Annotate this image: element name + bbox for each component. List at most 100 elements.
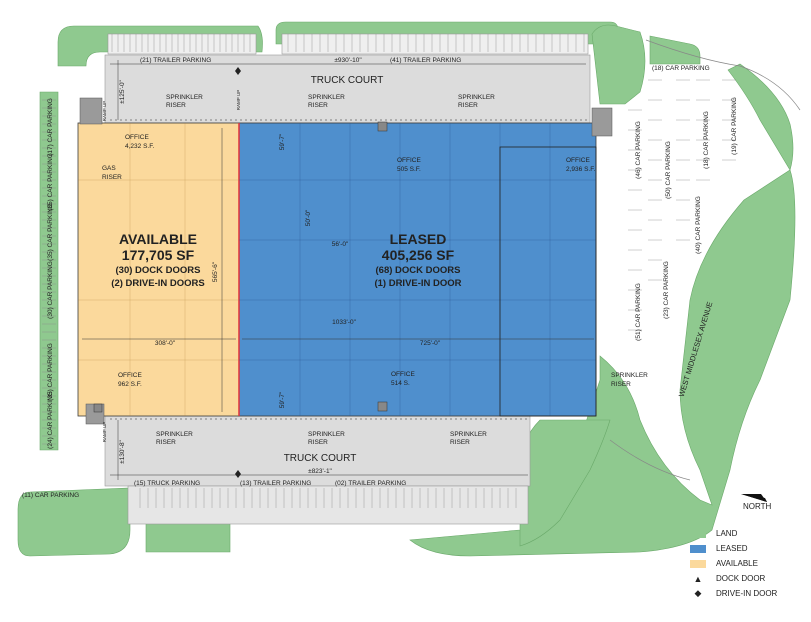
dim-bottom-width: ±823'-1" bbox=[308, 468, 332, 475]
top-trailer-left bbox=[107, 33, 257, 55]
parking-bottom-trailer1: (13) TRAILER PARKING bbox=[240, 480, 311, 487]
parking-right4-a: (19) CAR PARKING bbox=[731, 97, 738, 155]
dim-top-width: ±930'-10" bbox=[334, 57, 362, 64]
land-sw bbox=[17, 487, 131, 557]
building bbox=[77, 122, 597, 417]
parking-left-1: (17) CAR PARKING bbox=[47, 98, 54, 156]
parking-stalls bbox=[42, 34, 736, 508]
parking-right1-a: (46) CAR PARKING bbox=[635, 121, 642, 179]
road bbox=[609, 39, 801, 481]
office-2-title: OFFICE bbox=[397, 157, 421, 164]
parking-bottom-trailer2: (02) TRAILER PARKING bbox=[335, 480, 406, 487]
riser-bottom-3: RISER bbox=[450, 439, 470, 446]
office-1-title: OFFICE bbox=[125, 134, 149, 141]
legend: LAND LEASED AVAILABLE ▲ DOCK DOOR ◆ DRIV… bbox=[690, 526, 805, 601]
legend-swatch-land bbox=[690, 529, 706, 538]
truck-court-top-label: TRUCK COURT bbox=[311, 75, 384, 86]
parking-bottom-truck: (15) TRUCK PARKING bbox=[134, 480, 200, 487]
leased-area bbox=[238, 122, 597, 417]
office-3-title: OFFICE bbox=[566, 157, 590, 164]
north-label: NORTH bbox=[743, 502, 772, 511]
parking-left-3: (35) CAR PARKING bbox=[47, 203, 54, 261]
legend-label: DOCK DOOR bbox=[716, 574, 766, 583]
dim-565: 565'-6" bbox=[212, 261, 219, 282]
available-heading: AVAILABLE bbox=[119, 231, 197, 247]
stalls-left-col bbox=[42, 99, 56, 445]
sprinkler-bottom-1: SPRINKLER bbox=[156, 431, 193, 438]
gas-riser-line1: GAS bbox=[102, 165, 116, 172]
drive-in-door-icon: ◆ bbox=[694, 588, 702, 598]
riser-bottom-2: RISER bbox=[308, 439, 328, 446]
legend-item-drive-in-door: ◆ DRIVE-IN DOOR bbox=[690, 586, 805, 601]
dim-725: 725'-0" bbox=[420, 340, 441, 347]
office-4-size: 962 S.F. bbox=[118, 381, 142, 388]
office-5-title: OFFICE bbox=[391, 371, 415, 378]
legend-label: LAND bbox=[716, 529, 738, 538]
legend-swatch-available bbox=[690, 559, 706, 568]
paving bbox=[104, 33, 591, 525]
parking-top-right: (41) TRAILER PARKING bbox=[390, 57, 461, 64]
sprinkler-bottom-3: SPRINKLER bbox=[450, 431, 487, 438]
land-west-strip bbox=[39, 91, 59, 451]
legend-label: LEASED bbox=[716, 544, 748, 553]
dim-308: 308'-0" bbox=[155, 340, 176, 347]
north-arrow-icon bbox=[741, 494, 767, 502]
ramp-label-top: RAMP UP bbox=[236, 90, 241, 110]
office-4-title: OFFICE bbox=[118, 372, 142, 379]
dim-597-bottom: 59'-7" bbox=[279, 391, 286, 408]
truck-court-top bbox=[104, 54, 591, 124]
dim-56: 56'-0" bbox=[332, 241, 349, 248]
leased-area: 405,256 SF bbox=[382, 247, 455, 263]
riser-top-3: RISER bbox=[458, 102, 478, 109]
sprinkler-top-1: SPRINKLER bbox=[166, 94, 203, 101]
dim-597-top: 59'-7" bbox=[279, 133, 286, 150]
column-grid bbox=[239, 123, 596, 416]
sprinkler-top-2: SPRINKLER bbox=[308, 94, 345, 101]
parking-car-bottom-left: (11) CAR PARKING bbox=[22, 492, 79, 499]
available-drive-in: (2) DRIVE-IN DOORS bbox=[111, 278, 204, 289]
legend-label: AVAILABLE bbox=[716, 559, 758, 568]
stalls-top-left bbox=[111, 34, 251, 52]
sprinkler-east: SPRINKLER bbox=[611, 372, 648, 379]
stalls-top-right bbox=[287, 34, 585, 52]
available-grid bbox=[78, 123, 239, 416]
available-dock-doors: (30) DOCK DOORS bbox=[116, 265, 201, 276]
sprinkler-top-3: SPRINKLER bbox=[458, 94, 495, 101]
available-area: 177,705 SF bbox=[122, 247, 195, 263]
parking-right2-b: (23) CAR PARKING bbox=[663, 261, 670, 319]
riser-marks bbox=[93, 121, 388, 413]
parking-left-2: (35) CAR PARKING bbox=[47, 153, 54, 211]
truck-court-bottom-label: TRUCK COURT bbox=[284, 453, 357, 464]
ramps bbox=[79, 97, 613, 425]
stalls-bottom bbox=[139, 488, 517, 508]
gas-riser-line2: RISER bbox=[102, 174, 122, 181]
land-areas bbox=[17, 21, 796, 557]
office-1-size: 4,232 S.F. bbox=[125, 143, 154, 150]
bottom-parking-lot bbox=[127, 485, 529, 525]
truck-court-bottom bbox=[104, 415, 531, 487]
riser-top-1: RISER bbox=[166, 102, 186, 109]
leased-dock-doors: (68) DOCK DOORS bbox=[376, 265, 461, 276]
dim-50: 50'-0" bbox=[305, 209, 312, 226]
top-trailer-right bbox=[281, 33, 589, 55]
dim-1033: 1033'-0" bbox=[332, 319, 356, 326]
ramp-nw bbox=[79, 97, 103, 125]
legend-label: DRIVE-IN DOOR bbox=[716, 589, 778, 598]
available-area bbox=[77, 122, 240, 417]
land-top-right bbox=[591, 24, 646, 105]
office-3-size: 2,936 S.F. bbox=[566, 166, 595, 173]
ramp-label-nw: RAMP UP bbox=[102, 101, 107, 121]
parking-left-5: (35) CAR PARKING bbox=[47, 343, 54, 401]
legend-item-dock-door: ▲ DOCK DOOR bbox=[690, 571, 805, 586]
leased-drive-in: (1) DRIVE-IN DOOR bbox=[374, 278, 461, 289]
office-leased-east bbox=[499, 146, 597, 417]
parking-right3-a: (18) CAR PARKING bbox=[703, 111, 710, 169]
parking-top-left: (21) TRAILER PARKING bbox=[140, 57, 211, 64]
legend-item-available: AVAILABLE bbox=[690, 556, 805, 571]
riser-bottom-1: RISER bbox=[156, 439, 176, 446]
office-2-size: 505 S.F. bbox=[397, 166, 421, 173]
parking-right1-b: (51) CAR PARKING bbox=[635, 283, 642, 341]
dock-door-icon: ▲ bbox=[693, 573, 703, 584]
parking-right-top: (18) CAR PARKING bbox=[652, 65, 710, 72]
